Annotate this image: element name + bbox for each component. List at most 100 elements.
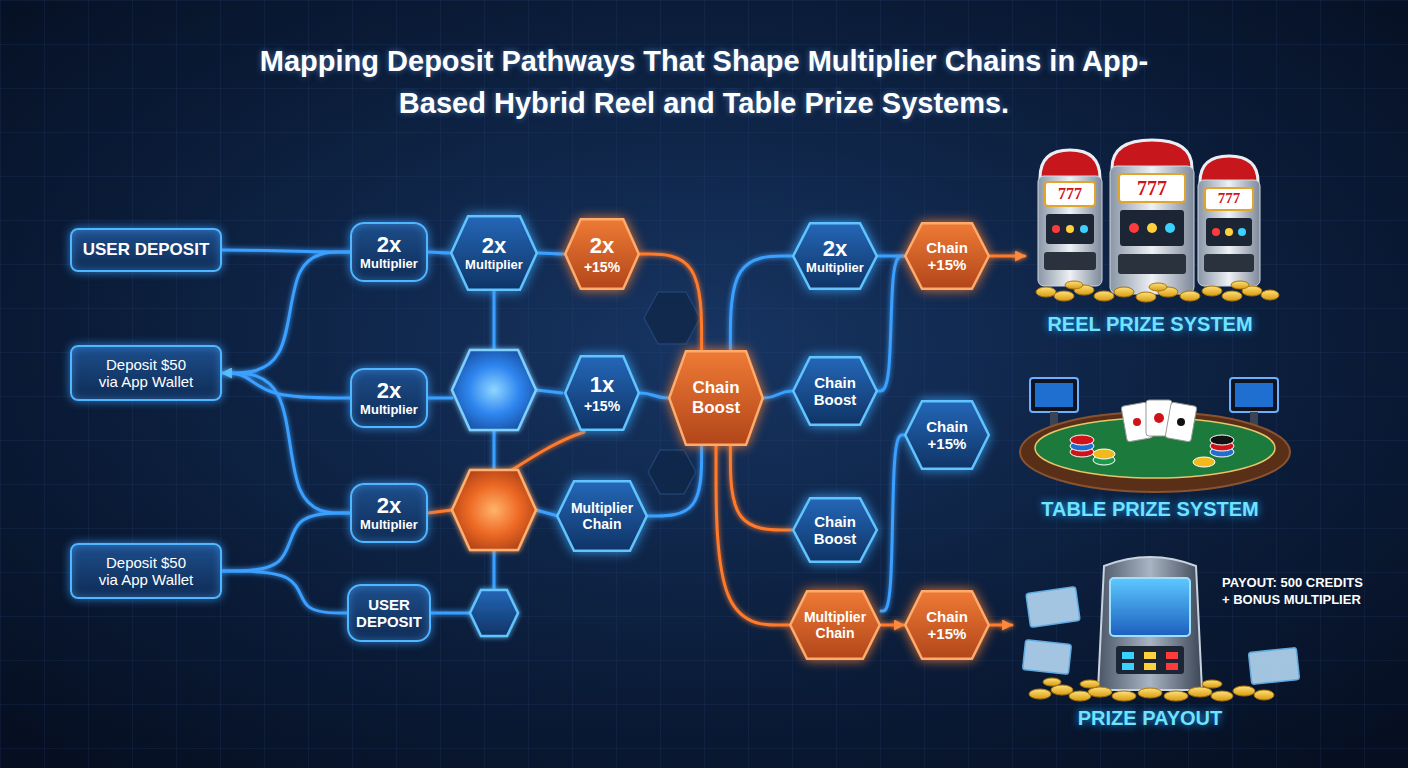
slot-machine-illustration [1238,228,1246,236]
node-label: USER DEPOSIT [82,240,210,260]
connector-line [536,510,558,516]
coin-pile [1180,291,1200,301]
coin-pile [1112,691,1136,701]
slot-machine-illustration [1066,225,1074,233]
node-label: Multiplier Chain [803,609,867,641]
payout-kiosk-illustration [1023,640,1072,675]
connector-line [222,252,350,373]
reel-symbol: 777 [1058,186,1082,202]
coin-pile [1114,287,1134,297]
multiplier-hex: 2xMultiplier [792,222,878,290]
node-label: Multiplier Chain [570,500,634,532]
chain-bonus-hex: Chain +15% [904,400,990,470]
connector-line [428,291,584,613]
connector-line [536,390,562,393]
reel-symbol: 777 [1218,191,1241,206]
slot-machine-illustration [1044,252,1096,270]
connector-line [538,253,564,254]
node-label: Chain +15% [918,239,976,274]
connector-line [716,446,789,625]
payout-note: PAYOUT: 500 CREDITS + BONUS MULTIPLIER [1222,575,1372,609]
node-label: Chain +15% [918,418,976,453]
hexagon-hub [470,590,518,636]
node-label: 2x [464,233,524,258]
slot-machine-illustration [1038,140,1260,294]
payout-kiosk-illustration [1122,663,1134,670]
coin-pile [1088,687,1112,697]
coin-pile [1202,286,1222,296]
hexagon-outline [565,219,639,289]
node-label: Multiplier [358,403,420,418]
payout-kiosk-illustration [1026,587,1080,628]
node-label: Chain Boost [806,513,864,548]
node-label: Multiplier [358,257,420,272]
diagram-title: Mapping Deposit Pathways That Shape Mult… [254,40,1154,124]
node-label: Chain Boost [682,378,750,417]
connector-line [730,446,792,530]
card-table-illustration [1235,383,1273,407]
connector-line [493,430,496,470]
connector-line [222,571,347,613]
payout-kiosk-illustration [1144,652,1156,659]
coin-pile [1036,281,1279,302]
slot-machine-illustration [1198,180,1260,286]
deposit-box: USER DEPOSIT [70,228,222,272]
slot-machine-illustration [1205,188,1253,210]
connector-line [878,256,904,391]
slot-machine-illustration [1052,225,1060,233]
coin-pile [1164,691,1188,701]
system-caption: REEL PRIZE SYSTEM [1047,313,1252,336]
hexagon-outline [793,498,877,562]
slot-machine-illustration [1045,182,1095,206]
coin-pile [1054,291,1074,301]
prize-system: TABLE PRIZE SYSTEM [1012,358,1297,528]
slot-machine-illustration [1212,228,1220,236]
connector-line [222,373,350,398]
node-label: Chain +15% [918,608,976,643]
node-label: 2x [576,233,628,258]
connector-line [881,435,904,611]
node-label: +15% [576,398,628,414]
prize-system: PRIZE PAYOUTPAYOUT: 500 CREDITS + BONUS … [1012,535,1372,757]
connector-line [493,291,496,350]
connector-line [764,391,792,398]
payout-kiosk-illustration [1116,646,1184,674]
coin-pile [1080,680,1100,688]
multiplier-box: 2xMultiplier [350,222,428,282]
prize-system: REEL PRIZE SYSTEM [1025,140,1290,345]
node-label: 2x [358,493,420,518]
slot-machine-illustration [1129,223,1139,233]
coin-pile [1233,686,1255,696]
connector-line [881,624,904,627]
connector-line [222,513,350,571]
card-table-illustration [1154,413,1164,423]
slot-machine-illustration [1118,254,1186,274]
node-label: +15% [576,259,628,275]
node-label: Multiplier [806,261,864,276]
multiplier-hex: 2xMultiplier [450,215,538,291]
payout-kiosk-illustration [1144,663,1156,670]
hexagon-outline [793,357,877,425]
deposit-box: USER DEPOSIT [347,584,431,642]
connector-line [428,397,452,400]
card-table-illustration [1020,378,1290,492]
slot-machine-illustration [1040,150,1100,178]
chain-hex: Multiplier Chain [556,480,648,552]
coin-pile [1149,283,1167,291]
slot-machine-illustration [1165,223,1175,233]
node-label: USER DEPOSIT [355,596,423,631]
card-table-illustration [1210,435,1234,445]
chain-boost-hex: Chain Boost [792,356,878,426]
coin-pile [1043,678,1061,686]
multiplier-box: 2xMultiplier [350,368,428,428]
system-caption: TABLE PRIZE SYSTEM [1041,498,1258,521]
card-table-illustration [1133,418,1141,426]
hexagon-outline [905,401,989,469]
hexagon-hub [452,470,536,550]
connector-line [730,256,792,350]
slot-machine-illustration [1119,174,1185,202]
card-table-illustration [1035,383,1073,407]
coin-pile [1261,290,1279,300]
